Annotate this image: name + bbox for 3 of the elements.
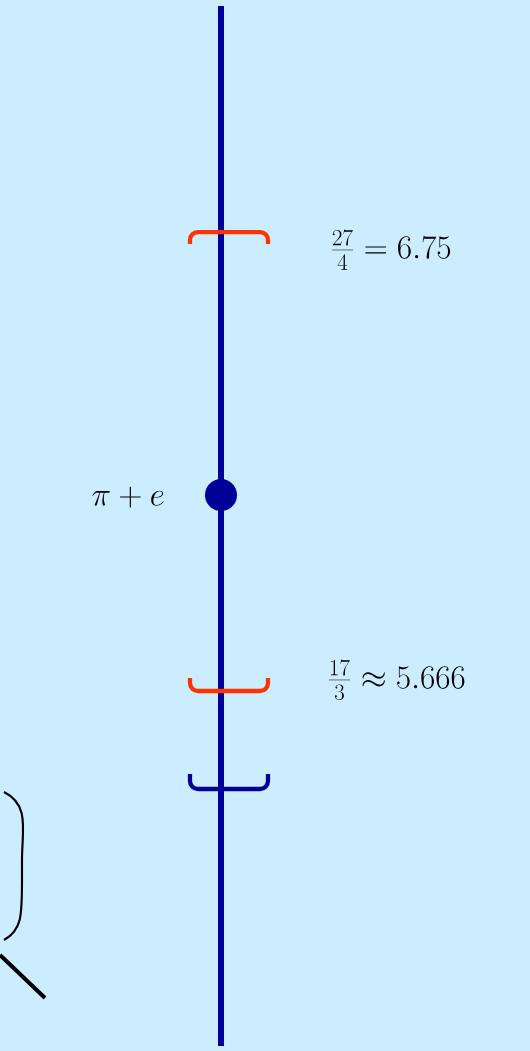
math-label: $\pi+e$ (92, 486, 164, 508)
math-label: $\frac{27}{4}=6.75$ (331, 229, 451, 270)
math-label: $\frac{17}{3}\approx 5.666$ (328, 659, 465, 701)
